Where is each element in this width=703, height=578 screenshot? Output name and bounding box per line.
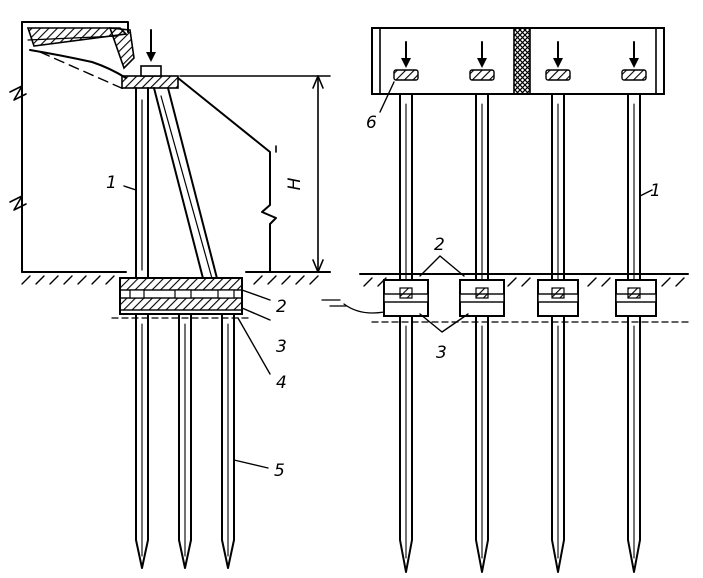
bearing-pad-2 <box>469 41 495 81</box>
joint-coupler-4 <box>615 279 657 317</box>
lower-pile-2 <box>475 315 489 573</box>
right-elevation-view: 6 2 3 1 <box>321 27 689 573</box>
label-part-2-left: 2 <box>276 297 287 317</box>
lower-pile-c <box>221 313 235 569</box>
joint-coupler-3 <box>537 279 579 317</box>
lower-pile-4 <box>627 315 641 573</box>
label-pile-1-right: 1 <box>650 181 661 201</box>
pier-beam <box>371 27 665 95</box>
left-leaders <box>123 185 271 469</box>
upper-pile-1 <box>399 93 413 289</box>
right-leaders <box>379 81 653 333</box>
bearing-pad-1 <box>393 41 419 81</box>
joint-coupler-1 <box>383 279 429 317</box>
water-level-mark <box>321 299 689 323</box>
upper-pile-2 <box>475 93 489 289</box>
label-part-5-left: 5 <box>274 461 285 481</box>
height-label: H <box>285 177 305 190</box>
vertical-pile-upper <box>135 87 149 279</box>
lower-pile-1 <box>399 315 413 573</box>
label-part-2-right: 2 <box>434 235 445 255</box>
label-pile-1-left: 1 <box>106 173 117 193</box>
label-part-4-left: 4 <box>276 373 287 393</box>
joint-coupler-2 <box>459 279 505 317</box>
label-part-3-right: 3 <box>436 343 447 363</box>
bottom-grillage <box>111 277 251 319</box>
bearing-pad-3 <box>545 41 571 81</box>
label-part-3-left: 3 <box>276 337 287 357</box>
lower-pile-3 <box>551 315 565 573</box>
inclined-pile <box>153 87 221 291</box>
upper-pile-4 <box>627 93 641 289</box>
left-section-view: H <box>9 21 331 569</box>
upper-pile-3 <box>551 93 565 289</box>
ground-line-right <box>359 273 689 287</box>
ground-line-left <box>21 271 331 285</box>
lower-pile-a <box>135 313 149 569</box>
lower-pile-b <box>178 313 192 569</box>
top-cap-left <box>121 29 179 89</box>
bearing-pad-4 <box>621 41 647 81</box>
label-part-6-right: 6 <box>366 113 377 133</box>
cantilever-bracket <box>26 27 135 91</box>
retaining-wall <box>9 21 277 273</box>
